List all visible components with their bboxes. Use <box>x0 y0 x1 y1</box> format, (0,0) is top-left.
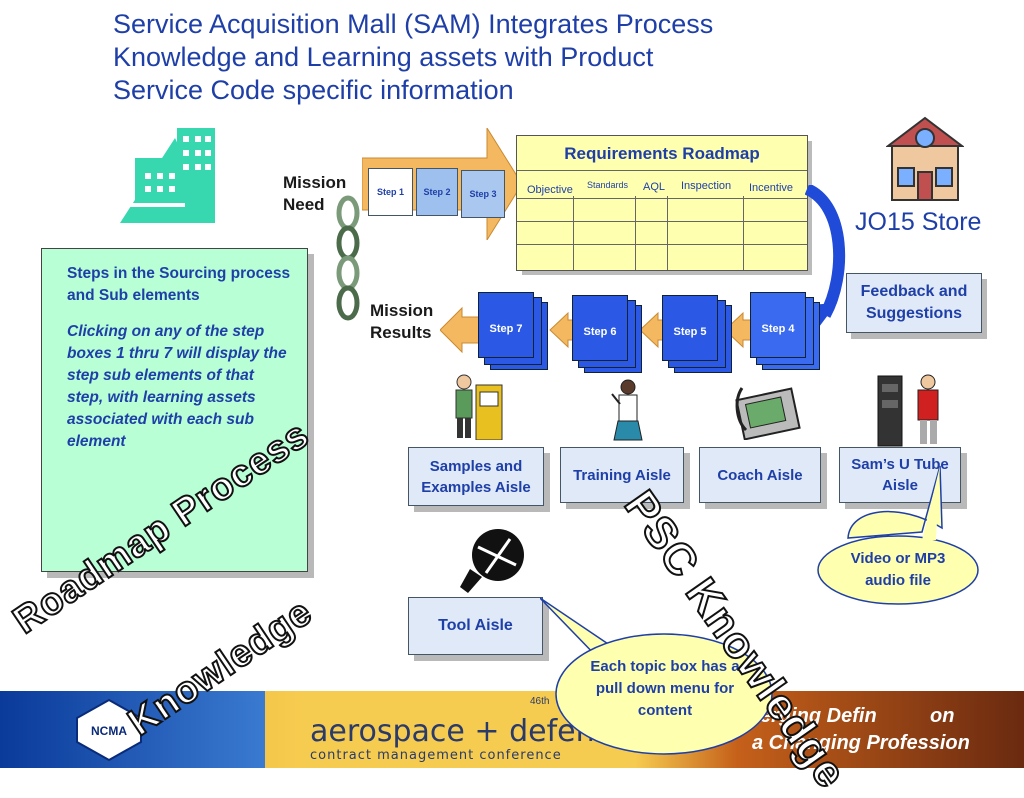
step-5-label: Step 5 <box>673 326 707 338</box>
tools-icon <box>460 529 524 593</box>
footer-tagline-1: erging Defin <box>760 705 877 727</box>
mission-results-label: Mission Results <box>370 300 433 344</box>
roadmap-title: Requirements Roadmap <box>564 144 760 163</box>
step-stack-front: Step 7 <box>478 292 534 358</box>
training-figure-icon <box>611 379 643 441</box>
step-5-box[interactable]: Step 5 <box>662 295 732 373</box>
tool-aisle-label: Tool Aisle <box>438 617 513 634</box>
roadmap-grid-line <box>667 196 668 270</box>
roadmap-grid-line <box>517 221 807 222</box>
feedback-button[interactable]: Feedback and Suggestions <box>846 273 982 333</box>
topic-callout-shape <box>540 597 773 755</box>
roadmap-grid-line <box>517 198 807 199</box>
mission-need-line-2: Need <box>283 195 325 214</box>
roadmap-col-aql: AQL <box>643 181 666 193</box>
roadmap-grid-line <box>635 196 636 270</box>
roadmap-col-objective: Objective <box>527 184 573 196</box>
roadmap-grid-line <box>517 170 807 171</box>
step-stack-front: Step 4 <box>750 292 806 358</box>
utube-figure-icon <box>877 374 939 447</box>
step-3-box[interactable]: Step 3 <box>461 170 505 218</box>
step-3-label: Step 3 <box>469 189 497 199</box>
conference-line-2: contract management conference <box>310 748 562 763</box>
samples-figure-icon <box>455 374 503 440</box>
mission-results-line-2: Results <box>370 323 432 342</box>
building-icon <box>120 128 215 223</box>
step-1-label: Step 1 <box>376 187 404 197</box>
step-4-label: Step 4 <box>761 323 795 335</box>
step-stack-front: Step 6 <box>572 295 628 361</box>
title-line-1: Service Acquisition Mall (SAM) Integrate… <box>113 9 714 39</box>
samples-aisle-button[interactable]: Samples and Examples Aisle <box>408 447 544 506</box>
edition-label: 46th <box>530 696 550 707</box>
mission-need-line-1: Mission <box>283 173 347 192</box>
footer-tagline-2: a Changing Profession <box>752 732 970 754</box>
step-2-box[interactable]: Step 2 <box>416 168 458 216</box>
steps-info-panel: Steps in the Sourcing process and Sub el… <box>41 248 308 572</box>
video-callout: Video or MP3 audio file <box>850 550 946 589</box>
roadmap-grid-line <box>743 196 744 270</box>
training-aisle-label: Training Aisle <box>573 466 671 484</box>
chain-icon <box>336 195 360 321</box>
roadmap-grid-line <box>517 244 807 245</box>
title-line-3: Service Code specific information <box>113 75 514 105</box>
step-4-box[interactable]: Step 4 <box>750 292 820 370</box>
store-icon <box>886 116 964 201</box>
topic-callout: Each topic box has a pull down menu for … <box>590 658 740 719</box>
step-6-box[interactable]: Step 6 <box>572 295 642 373</box>
tool-aisle-button[interactable]: Tool Aisle <box>408 597 543 655</box>
coach-aisle-button[interactable]: Coach Aisle <box>699 447 821 503</box>
store-label[interactable]: JO15 Store <box>855 208 982 236</box>
step-7-label: Step 7 <box>489 323 523 335</box>
step-7-box[interactable]: Step 7 <box>478 292 548 370</box>
ncma-logo-text: NCMA <box>91 724 127 738</box>
utube-aisle-label: Sam’s U Tube Aisle <box>851 456 949 494</box>
mission-results-line-1: Mission <box>370 301 434 320</box>
title-line-2: Knowledge and Learning assets with Produ… <box>113 42 654 72</box>
training-aisle-button[interactable]: Training Aisle <box>560 447 684 503</box>
footer-tagline-on: on <box>930 705 955 727</box>
ncma-logo-icon: NCMA <box>76 698 142 762</box>
roadmap-col-standards: Standards <box>587 180 629 190</box>
roadmap-grid-line <box>573 196 574 270</box>
step-2-label: Step 2 <box>423 187 451 197</box>
page-title: Service Acquisition Mall (SAM) Integrate… <box>113 8 913 107</box>
step-1-box[interactable]: Step 1 <box>368 168 413 216</box>
roadmap-col-incentive: Incentive <box>749 182 794 194</box>
roadmap-col-inspection: Inspection <box>681 180 732 192</box>
step-stack-front: Step 5 <box>662 295 718 361</box>
steps-panel-heading: Steps in the Sourcing process and Sub el… <box>67 265 291 304</box>
coach-figure-icon <box>735 387 801 440</box>
feedback-label: Feedback and Suggestions <box>860 283 968 322</box>
video-callout-shape <box>817 465 979 605</box>
mission-need-label: Mission Need <box>283 172 346 216</box>
coach-aisle-label: Coach Aisle <box>717 466 803 484</box>
steps-panel-description: Clicking on any of the step boxes 1 thru… <box>67 323 287 450</box>
requirements-roadmap[interactable]: Requirements Roadmap Objective Standards… <box>516 135 808 271</box>
samples-aisle-label: Samples and Examples Aisle <box>421 457 531 496</box>
step-6-label: Step 6 <box>583 326 617 338</box>
